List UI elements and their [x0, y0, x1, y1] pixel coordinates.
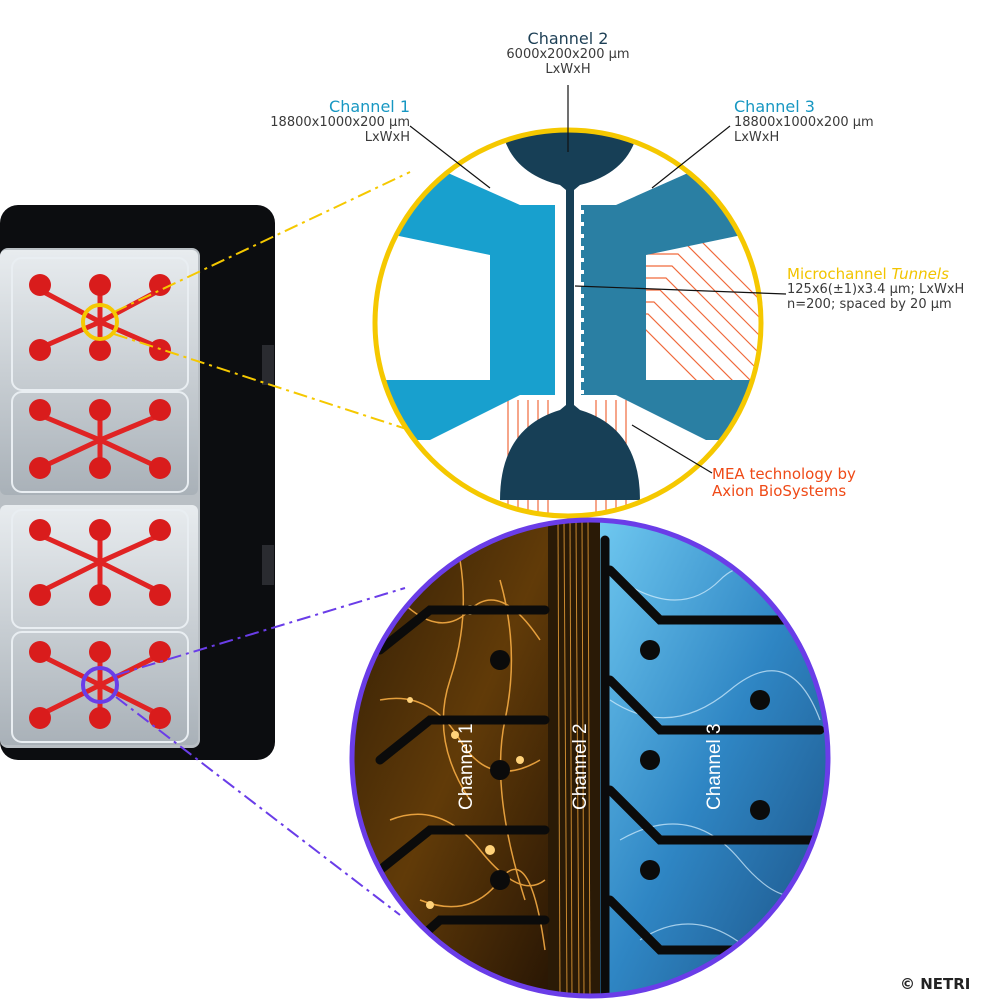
channel-3-shape [581, 165, 761, 440]
channel-2-shape [500, 130, 640, 500]
label-leaders [409, 85, 787, 474]
zoom-marker-purple [81, 666, 119, 704]
microchannel-title-prefix: Microchannel [787, 265, 892, 283]
channel-3-title: Channel 3 [734, 97, 815, 116]
zoom-connectors [113, 171, 426, 916]
channel-3-dims: 18800x1000x200 µm [734, 115, 874, 131]
micrograph-label-channel-3: Channel 3 [704, 723, 725, 810]
microchannel-title-italic: Tunnels [891, 265, 949, 283]
channel-2-dims: 6000x200x200 µm [506, 47, 630, 63]
channel-1-dims: 18800x1000x200 µm [270, 115, 410, 131]
channel-3-label: Channel 3 18800x1000x200 µm LxWxH [734, 97, 914, 146]
channel-2-fibers [557, 520, 591, 996]
channel-1-shape [375, 165, 555, 440]
micrograph-ring [349, 517, 831, 999]
mea-label: MEA technology by Axion BioSystems [712, 465, 912, 501]
microchannel-line-1: 125x6(±1)x3.4 µm; LxWxH [787, 282, 965, 298]
electrode-pads [490, 640, 770, 890]
device-plate [0, 205, 275, 760]
chip-2 [29, 399, 171, 479]
mea-line-1: MEA technology by [712, 465, 856, 483]
copyright: © NETRI [900, 975, 971, 993]
micrograph-label-channel-2: Channel 2 [570, 723, 591, 810]
channel-1-title: Channel 1 [329, 97, 410, 116]
channel-2-label: Channel 2 6000x200x200 µm LxWxH [488, 29, 648, 78]
channel-1-label: Channel 1 18800x1000x200 µm LxWxH [240, 97, 410, 146]
channel-1-order: LxWxH [364, 130, 410, 146]
microchannel-tunnels [556, 210, 584, 394]
micrograph: Channel 1 Channel 2 Channel 3 [349, 517, 831, 999]
channel-2-title: Channel 2 [527, 29, 609, 48]
chip-schematic [372, 127, 764, 519]
micrograph-label-channel-1: Channel 1 [456, 723, 477, 810]
microchannel-line-2: n=200; spaced by 20 µm [787, 297, 952, 313]
chip-4 [29, 641, 171, 729]
microchannel-label: Microchannel Tunnels 125x6(±1)x3.4 µm; L… [787, 265, 997, 313]
chip-3 [29, 519, 171, 606]
zoom-marker-yellow [81, 303, 119, 341]
channel-3-order: LxWxH [734, 130, 780, 146]
channel-2-order: LxWxH [545, 62, 591, 78]
microchannel-title: Microchannel Tunnels [787, 265, 997, 283]
mea-line-2: Axion BioSystems [712, 482, 847, 501]
